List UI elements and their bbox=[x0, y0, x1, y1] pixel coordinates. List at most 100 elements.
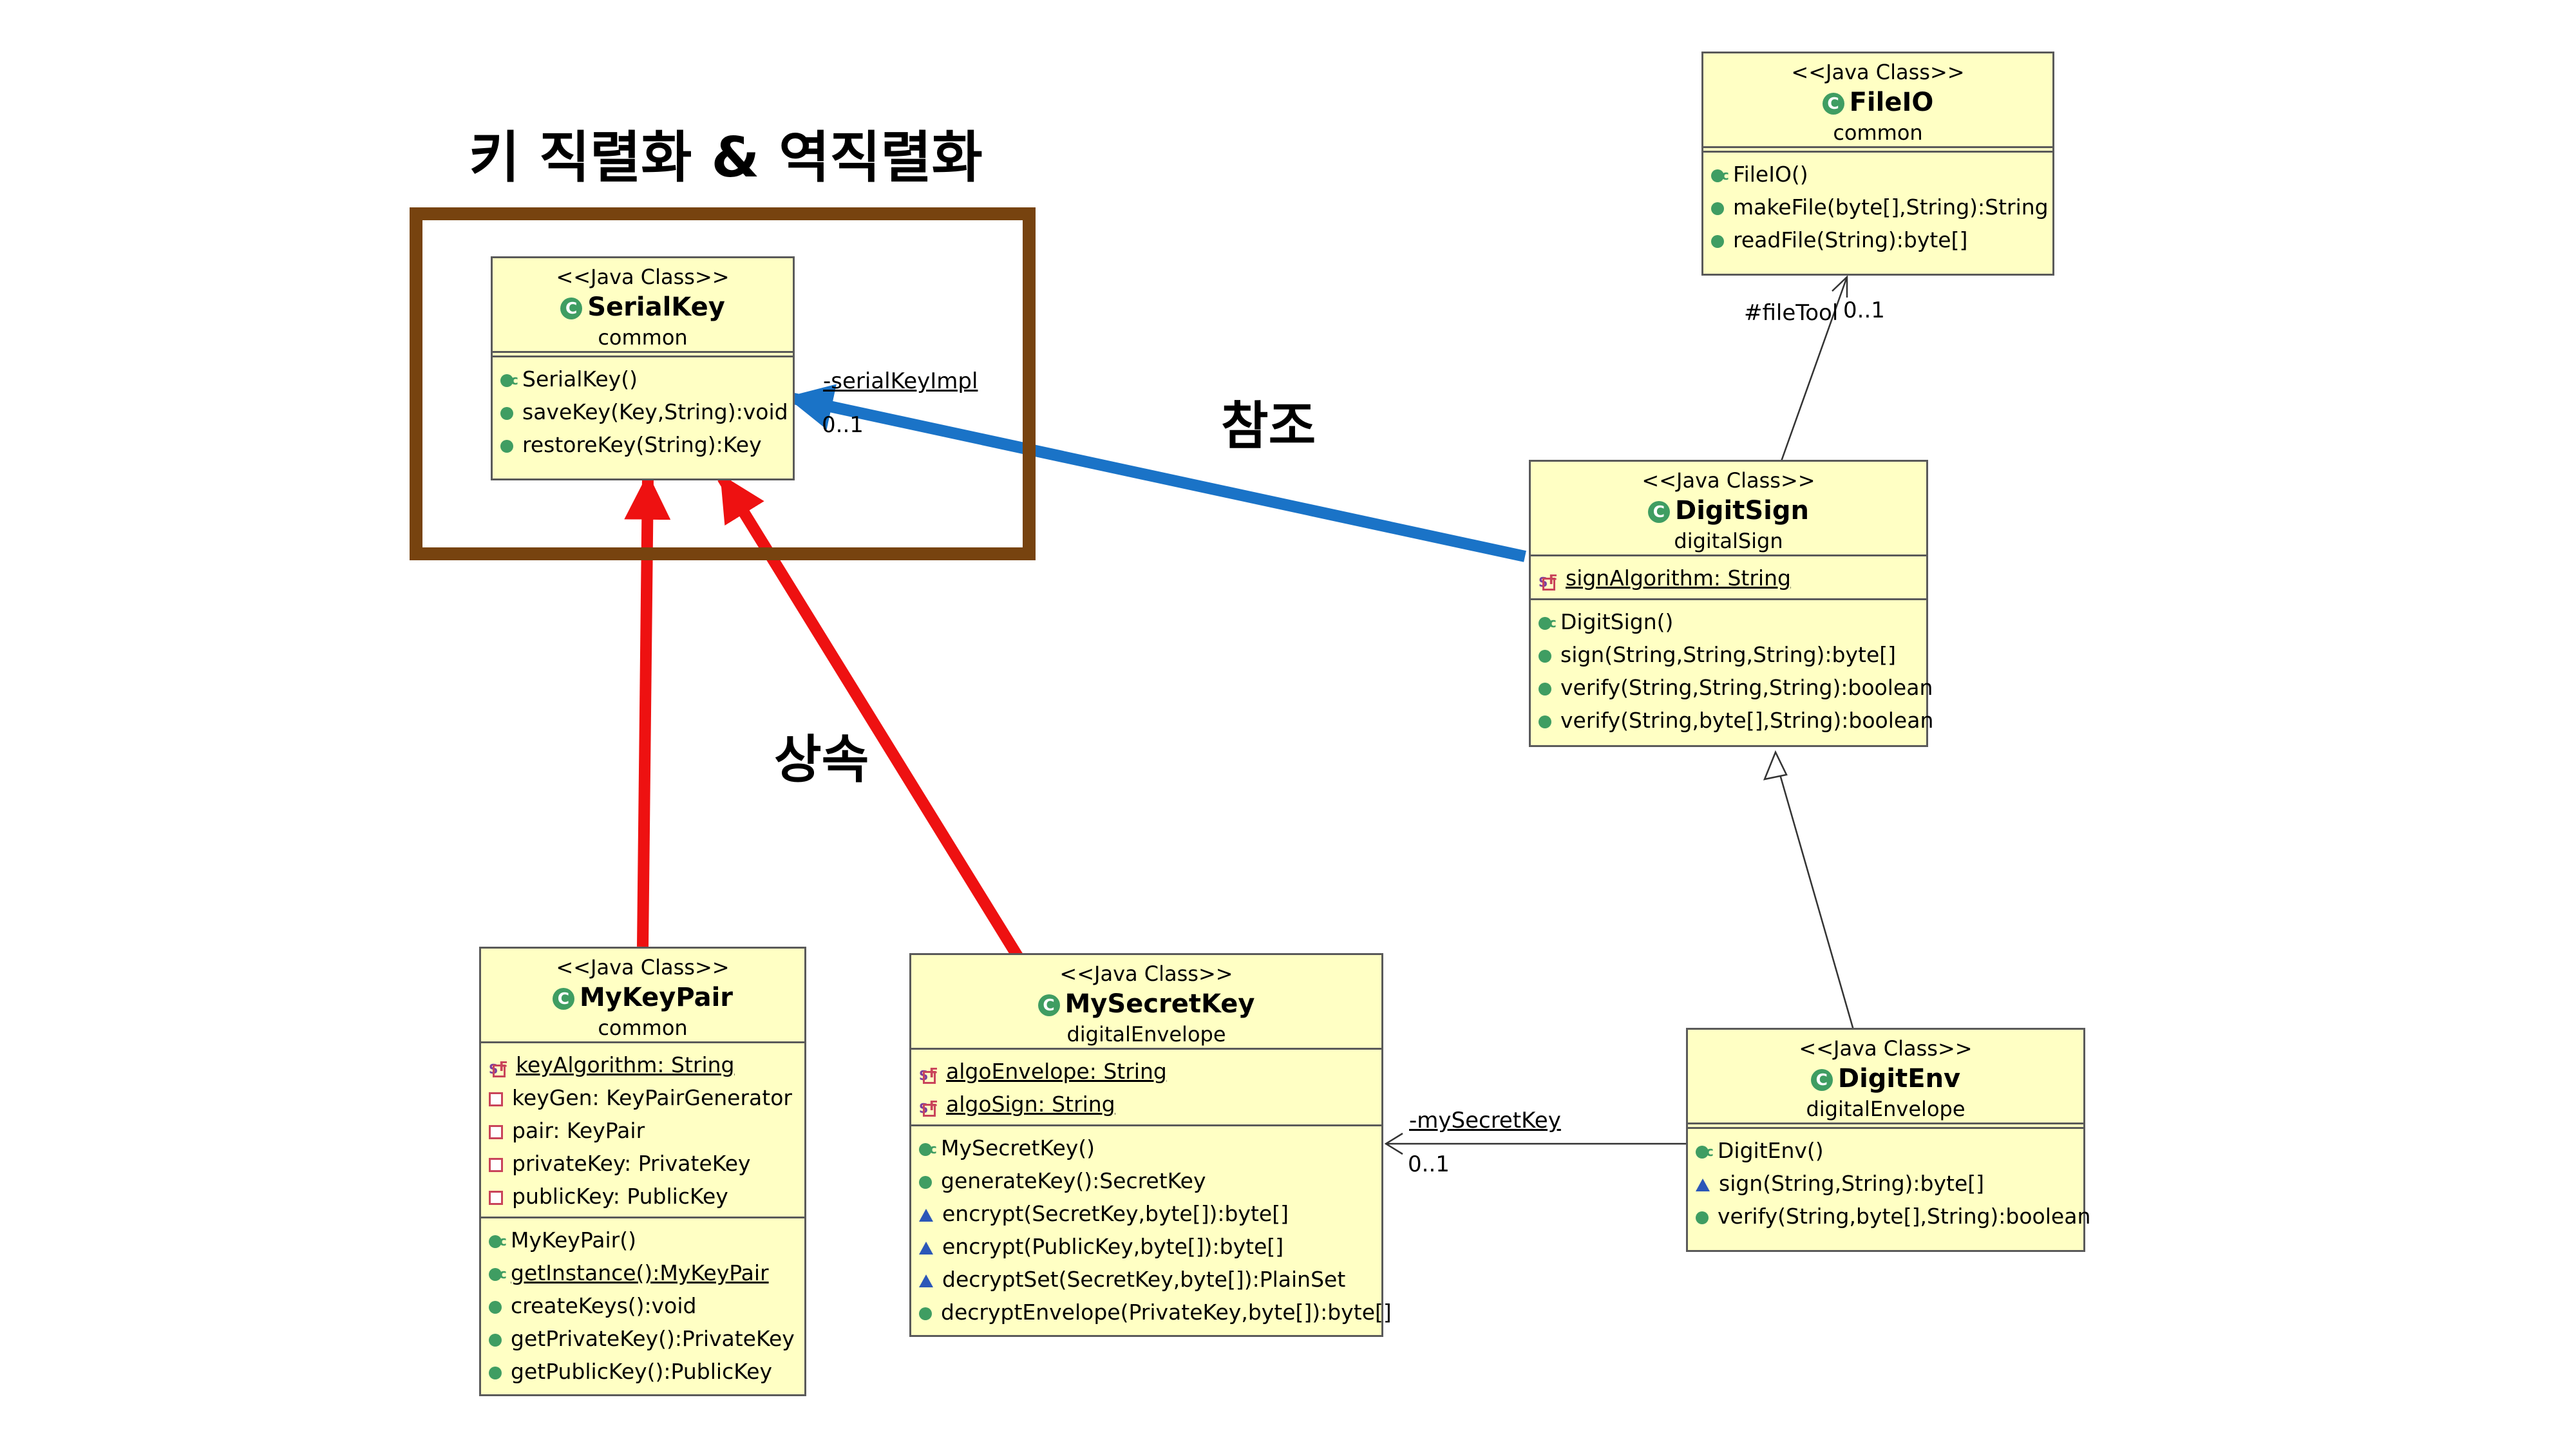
stereotype-label: <<Java Class>> bbox=[556, 955, 730, 980]
method-row: getInstance():MyKeyPair bbox=[489, 1256, 797, 1291]
method-row: SerialKey() bbox=[500, 363, 785, 397]
constructor-icon bbox=[919, 1133, 937, 1166]
mysecretkey-association-arrowhead bbox=[1384, 1132, 1403, 1155]
method-row: verify(String,String,String):boolean bbox=[1539, 671, 1933, 704]
method-row: restoreKey(String):Key bbox=[500, 428, 785, 461]
package-name: digitalSign bbox=[1674, 529, 1783, 553]
class-name: SerialKey bbox=[587, 292, 725, 322]
package-name: common bbox=[598, 325, 688, 350]
class-icon: C bbox=[560, 298, 583, 319]
field-row: publicKey: PublicKey bbox=[489, 1180, 797, 1213]
fileio-association-arrowhead bbox=[1832, 275, 1848, 298]
method-row: decryptEnvelope(PrivateKey,byte[]):byte[… bbox=[919, 1296, 1392, 1329]
method-row: FileIO() bbox=[1711, 158, 2045, 192]
package-name: common bbox=[1833, 120, 1923, 145]
class-icon: C bbox=[1037, 994, 1060, 1016]
stereotype-label: <<Java Class>> bbox=[1799, 1036, 1973, 1061]
package-method-icon bbox=[919, 1208, 933, 1222]
public-method-icon bbox=[500, 406, 513, 420]
public-method-icon bbox=[1711, 202, 1724, 215]
public-method-icon bbox=[489, 1300, 502, 1314]
package-name: digitalEnvelope bbox=[1066, 1022, 1226, 1046]
methods-section: SerialKey() saveKey(Key,String):void res… bbox=[493, 351, 793, 465]
inheritance-label: 상속 bbox=[774, 730, 869, 790]
methods-section: FileIO() makeFile(byte[],String):String … bbox=[1703, 146, 2052, 260]
method-row: MyKeyPair() bbox=[489, 1224, 797, 1258]
serialization-highlight-box bbox=[410, 207, 1036, 560]
field-row: pair: KeyPair bbox=[489, 1114, 797, 1147]
method-row: verify(String,byte[],String):boolean bbox=[1696, 1200, 2090, 1233]
package-method-icon bbox=[919, 1241, 933, 1255]
filetool-multiplicity: 0..1 bbox=[1843, 298, 1885, 323]
digitenv-generalization-line bbox=[1777, 770, 1856, 1035]
field-row: privateKey: PrivateKey bbox=[489, 1147, 797, 1180]
method-row: makeFile(byte[],String):String bbox=[1711, 191, 2049, 223]
class-icon: C bbox=[1647, 501, 1670, 523]
class-icon: C bbox=[1810, 1069, 1833, 1091]
constructor-icon bbox=[1696, 1135, 1714, 1168]
class-name: FileIO bbox=[1849, 88, 1934, 117]
class-name: DigitEnv bbox=[1837, 1064, 1961, 1094]
method-row: encrypt(PublicKey,byte[]):byte[] bbox=[919, 1230, 1374, 1263]
generalization-triangle bbox=[1763, 750, 1788, 781]
method-row: sign(String,String):byte[] bbox=[1696, 1167, 2076, 1200]
method-row: verify(String,byte[],String):boolean bbox=[1539, 704, 1933, 737]
private-field-icon bbox=[489, 1157, 503, 1172]
public-method-icon bbox=[1539, 649, 1551, 663]
method-row: generateKey():SecretKey bbox=[919, 1164, 1374, 1197]
public-method-icon bbox=[1696, 1211, 1709, 1224]
methods-section: MyKeyPair() getInstance():MyKeyPair crea… bbox=[481, 1217, 804, 1392]
method-row: DigitEnv() bbox=[1696, 1134, 2076, 1168]
static-method-icon bbox=[489, 1258, 507, 1291]
serialkeyimpl-multiplicity: 0..1 bbox=[822, 412, 864, 438]
public-method-icon bbox=[919, 1175, 932, 1189]
method-row: getPrivateKey():PrivateKey bbox=[489, 1322, 797, 1355]
filetool-role: #fileTool bbox=[1744, 300, 1839, 326]
reference-arrow bbox=[786, 384, 1526, 562]
public-method-icon bbox=[500, 439, 513, 453]
stereotype-label: <<Java Class>> bbox=[1791, 60, 1965, 84]
methods-section: MySecretKey() generateKey():SecretKey en… bbox=[911, 1124, 1392, 1332]
constructor-icon bbox=[500, 364, 518, 397]
public-method-icon bbox=[1539, 682, 1551, 696]
method-row: DigitSign() bbox=[1539, 605, 1918, 639]
public-method-icon bbox=[919, 1307, 932, 1320]
fileio-association-line bbox=[1780, 276, 1848, 462]
methods-section: DigitSign() sign(String,String,String):b… bbox=[1531, 598, 1933, 741]
public-method-icon bbox=[1539, 715, 1551, 728]
private-field-icon bbox=[489, 1092, 503, 1106]
field-row: keyGen: KeyPairGenerator bbox=[489, 1081, 797, 1114]
private-field-icon bbox=[489, 1124, 503, 1139]
diagram-title: 키 직렬화 & 역직렬화 bbox=[469, 126, 983, 190]
method-row: sign(String,String,String):byte[] bbox=[1539, 638, 1918, 671]
serialkeyimpl-role: -serialKeyImpl bbox=[823, 368, 978, 394]
constructor-icon bbox=[1539, 607, 1557, 639]
method-row: saveKey(Key,String):void bbox=[500, 395, 788, 428]
methods-section: DigitEnv() sign(String,String):byte[] ve… bbox=[1688, 1122, 2090, 1236]
method-row: getPublicKey():PublicKey bbox=[489, 1355, 797, 1388]
class-icon: C bbox=[552, 988, 574, 1010]
stereotype-label: <<Java Class>> bbox=[1642, 468, 1815, 493]
reference-label: 참조 bbox=[1221, 396, 1316, 456]
method-row: decryptSet(SecretKey,byte[]):PlainSet bbox=[919, 1263, 1374, 1296]
class-name: MyKeyPair bbox=[579, 983, 734, 1012]
public-method-icon bbox=[489, 1366, 502, 1379]
method-row: createKeys():void bbox=[489, 1289, 797, 1322]
package-name: digitalEnvelope bbox=[1806, 1097, 1965, 1121]
method-row: MySecretKey() bbox=[919, 1132, 1374, 1166]
method-row: readFile(String):byte[] bbox=[1711, 223, 2045, 256]
